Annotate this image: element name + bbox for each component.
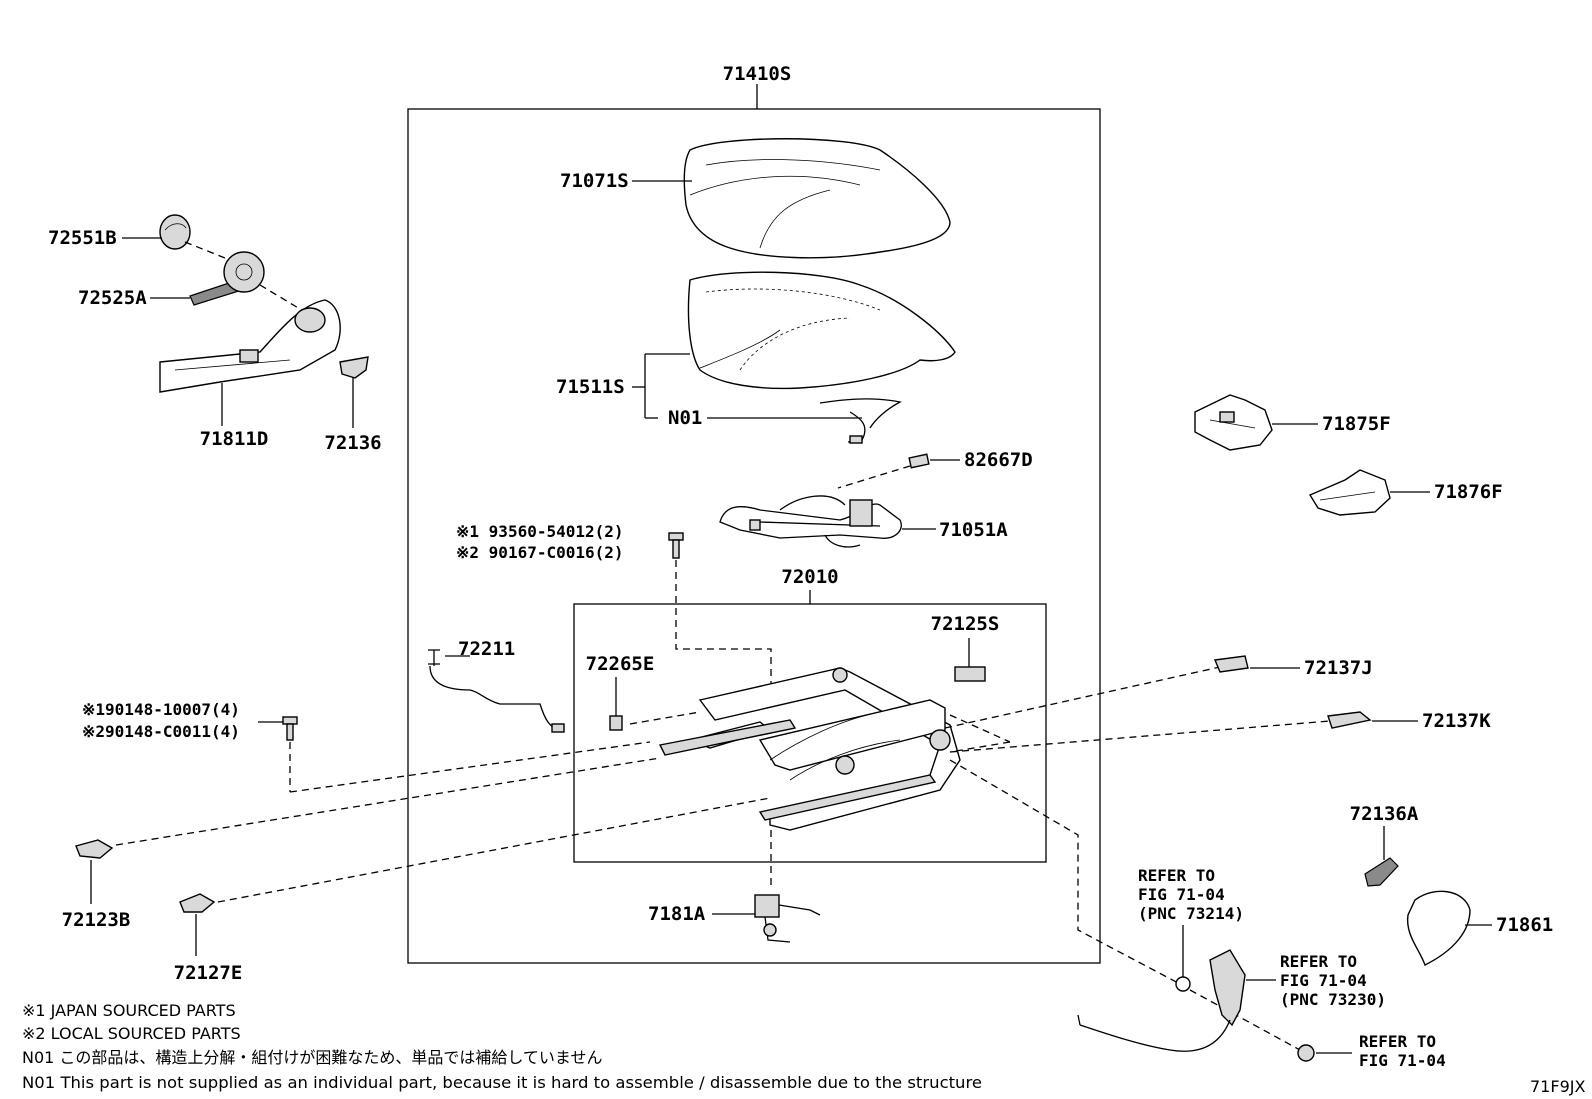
label-72136[interactable]: 72136	[324, 432, 381, 454]
ref3-line1: REFER TO	[1359, 1032, 1436, 1051]
bolt-90148[interactable]	[282, 716, 298, 741]
buckle-part[interactable]	[1077, 949, 1246, 1052]
assembly-box-71410S	[407, 108, 1101, 964]
cover-72137J[interactable]	[1214, 655, 1249, 673]
cover-72127E[interactable]	[179, 893, 216, 913]
knob-72525A[interactable]	[189, 251, 265, 306]
bracket-72125S[interactable]	[954, 666, 986, 682]
cover-72123B[interactable]	[75, 839, 114, 859]
ref1-line3: (PNC 73214)	[1138, 904, 1244, 923]
ref2-line3: (PNC 73230)	[1280, 990, 1386, 1009]
label-bolt-93560[interactable]: ※1 93560-54012(2)	[456, 522, 624, 541]
label-72551B[interactable]: 72551B	[48, 227, 117, 249]
reference-1[interactable]: REFER TO FIG 71-04 (PNC 73214)	[1138, 866, 1244, 923]
ref1-line1: REFER TO	[1138, 866, 1215, 885]
legend-n01-en: N01 This part is not supplied as an indi…	[22, 1073, 982, 1092]
cap-72551B[interactable]	[159, 214, 191, 250]
spring-assy-71051A[interactable]	[719, 495, 902, 548]
label-72136A[interactable]: 72136A	[1350, 803, 1419, 825]
diagram-code: 71F9JX	[1530, 1077, 1585, 1096]
bolt-93560[interactable]	[668, 532, 684, 559]
ring-part[interactable]	[1175, 976, 1191, 992]
ref2-line2: FIG 71-04	[1280, 971, 1367, 990]
ref3-line2: FIG 71-04	[1359, 1051, 1446, 1070]
label-N01[interactable]: N01	[668, 407, 702, 429]
shield-71811D[interactable]	[159, 299, 341, 393]
cover-72137K[interactable]	[1327, 711, 1372, 729]
bracket-72265E[interactable]	[609, 715, 623, 731]
label-72137J[interactable]: 72137J	[1304, 657, 1373, 679]
label-72525A[interactable]: 72525A	[78, 287, 147, 309]
label-bolt-90148-C[interactable]: ※290148-C0011(4)	[82, 722, 240, 741]
label-71861[interactable]: 71861	[1496, 914, 1553, 936]
motor-7181A[interactable]	[754, 894, 821, 943]
seat-cover-71071S[interactable]	[683, 138, 951, 259]
label-71875F[interactable]: 71875F	[1322, 413, 1391, 435]
label-bolt-90148[interactable]: ※190148-10007(4)	[82, 700, 240, 719]
rod-72211[interactable]	[428, 649, 565, 733]
cover-72136A[interactable]	[1364, 857, 1399, 887]
cover-71876F[interactable]	[1308, 469, 1391, 516]
label-72137K[interactable]: 72137K	[1422, 710, 1491, 732]
cover-71875F[interactable]	[1194, 394, 1273, 451]
ref1-line2: FIG 71-04	[1138, 885, 1225, 904]
label-72265E[interactable]: 72265E	[586, 653, 655, 675]
sensor-82667D[interactable]	[908, 453, 930, 469]
label-71511S[interactable]: 71511S	[556, 376, 625, 398]
label-82667D[interactable]: 82667D	[964, 449, 1033, 471]
seat-adjuster-frame[interactable]	[658, 667, 961, 831]
label-72125S[interactable]: 72125S	[931, 613, 1000, 635]
label-71811D[interactable]: 71811D	[200, 428, 269, 450]
legend-japan: ※1 JAPAN SOURCED PARTS	[22, 1001, 236, 1020]
label-71071S[interactable]: 71071S	[560, 170, 629, 192]
label-71051A[interactable]: 71051A	[939, 519, 1008, 541]
legend-local: ※2 LOCAL SOURCED PARTS	[22, 1024, 241, 1043]
label-7181A[interactable]: 7181A	[648, 903, 706, 925]
label-71410S[interactable]: 71410S	[723, 63, 792, 85]
label-72123B[interactable]: 72123B	[62, 909, 131, 931]
nut-part[interactable]	[1297, 1044, 1315, 1062]
ref2-line1: REFER TO	[1280, 952, 1357, 971]
pad-71861[interactable]	[1406, 890, 1471, 966]
label-bolt-90167[interactable]: ※2 90167-C0016(2)	[456, 543, 624, 562]
reference-2[interactable]: REFER TO FIG 71-04 (PNC 73230)	[1280, 952, 1386, 1009]
legend-n01-ja: N01 この部品は、構造上分解・組付けが困難なため、単品では補給していません	[22, 1048, 602, 1067]
reference-3[interactable]: REFER TO FIG 71-04	[1359, 1032, 1446, 1070]
label-72010[interactable]: 72010	[781, 566, 838, 588]
label-72127E[interactable]: 72127E	[174, 962, 243, 984]
cushion-pad-71511S[interactable]	[687, 271, 956, 390]
heater-wire-n01[interactable]	[819, 398, 902, 444]
label-71876F[interactable]: 71876F	[1434, 481, 1503, 503]
clip-72136[interactable]	[339, 356, 369, 379]
label-72211[interactable]: 72211	[458, 638, 515, 660]
